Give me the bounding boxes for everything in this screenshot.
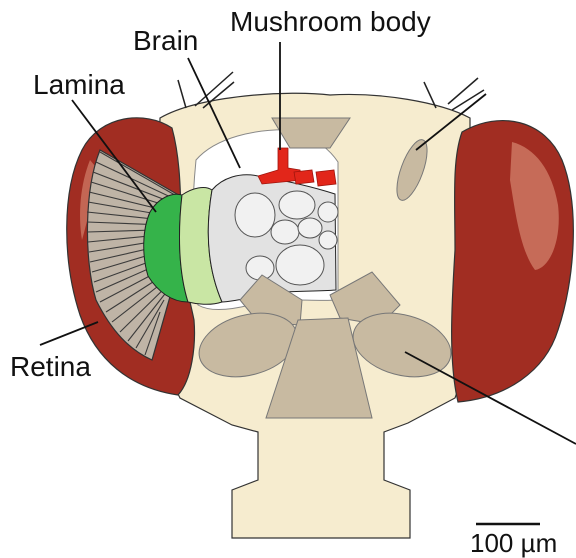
retina-label: Retina: [10, 353, 91, 381]
lamina-label: Lamina: [33, 71, 125, 99]
brain-label: Brain: [133, 27, 198, 55]
mushroom-body-label: Mushroom body: [230, 8, 431, 36]
scale-bar-label: 100 µm: [470, 530, 557, 556]
